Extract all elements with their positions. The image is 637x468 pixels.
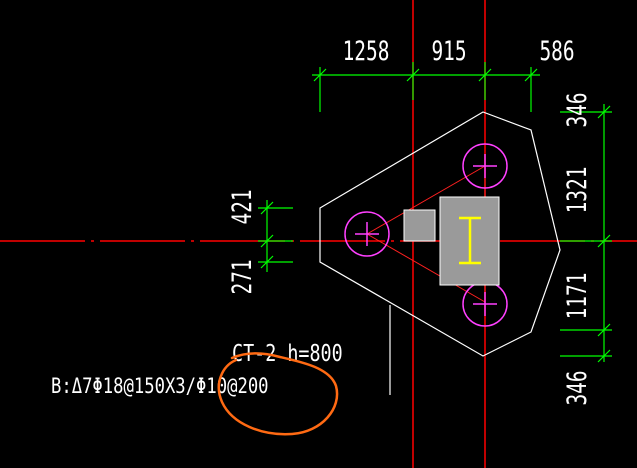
dim-right-346-bottom: 346	[561, 370, 593, 405]
reinforcement-spec: B:Δ7Φ18@150X3/Φ10@200	[51, 373, 269, 398]
dim-right-346-top: 346	[561, 92, 593, 127]
highlight-scribble	[217, 352, 339, 436]
steel-i-section	[459, 216, 481, 265]
pile-left	[344, 211, 390, 257]
dim-top-915: 915	[431, 35, 466, 67]
pile-top	[462, 143, 508, 189]
pile-cap-outline	[319, 111, 561, 357]
dim-top-586: 586	[539, 35, 574, 67]
dimension-lines	[258, 62, 612, 363]
dim-top-1258: 1258	[343, 35, 390, 67]
pile-centre-marks	[355, 154, 497, 316]
column-small	[403, 209, 436, 242]
pile-cap	[319, 111, 561, 395]
dim-left-271: 271	[226, 259, 258, 294]
dim-left-421: 421	[226, 189, 258, 224]
dim-right-1321: 1321	[561, 167, 593, 214]
dim-right-1171: 1171	[561, 273, 593, 320]
